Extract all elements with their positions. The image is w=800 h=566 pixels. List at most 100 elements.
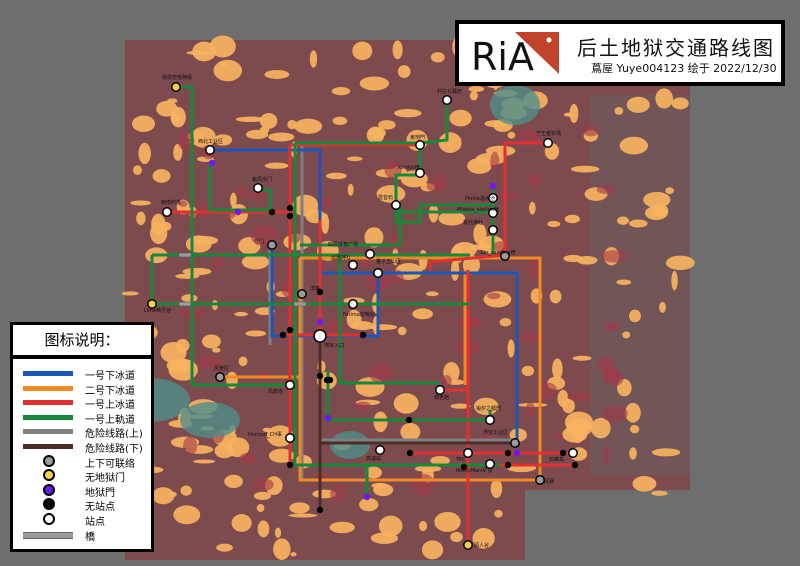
- station-gate-guard[interactable]: 守门: [254, 238, 277, 250]
- terrain-patch: [230, 192, 237, 208]
- terrain-patch: [378, 515, 403, 537]
- station-label: 远居神社: [331, 254, 351, 261]
- station-frog[interactable]: 獾子王山区: [373, 258, 401, 278]
- station-west-mine[interactable]: 西南村落: [161, 199, 181, 217]
- station-dot-icon: [485, 415, 495, 425]
- legend-item: 无站点: [13, 498, 151, 513]
- station-label: 昆恩史塔神殿: [162, 74, 192, 81]
- gate-dot-icon: [489, 182, 497, 190]
- station-dot-icon: [43, 454, 55, 467]
- station-district4[interactable]: 四区体育广场: [328, 241, 375, 259]
- station-high-speed[interactable]: 高速站: [366, 445, 385, 462]
- station-label: 紫风宗门: [252, 176, 272, 183]
- station-vault[interactable]: 紫风宗门: [252, 176, 272, 193]
- nostop-dot-icon: [504, 449, 512, 457]
- no-stop-marker: [316, 372, 324, 380]
- station-north-shrine[interactable]: 昆恩史塔神殿: [162, 74, 192, 92]
- terrain-patch: [268, 448, 295, 463]
- nostop-dot-icon: [279, 331, 287, 339]
- terrain-patch: [273, 538, 291, 560]
- bridge-icon: [178, 301, 192, 307]
- nostop-dot-icon: [268, 208, 276, 216]
- station-stone-peak[interactable]: 石峰岛: [549, 448, 578, 463]
- station-south-sec[interactable]: 南老宿: [434, 385, 449, 401]
- station-tpc[interactable]: TPC: [455, 448, 473, 463]
- terrain-patch: [602, 368, 620, 381]
- terrain-patch: [264, 69, 290, 79]
- legend-item: 橋: [13, 528, 151, 543]
- terrain-patch: [625, 402, 641, 423]
- station-dot-icon: [415, 168, 425, 178]
- terrain-patch: [180, 485, 192, 496]
- legend-item: 二号下冰道: [13, 382, 151, 397]
- terrain-patch: [330, 485, 346, 503]
- transfer-dot-icon: [215, 372, 225, 382]
- title-panel: RiA 后土地狱交通路线图 蔦屋 Yuye004123 绘于 2022/12/3…: [455, 20, 785, 86]
- no-stop-marker: [268, 208, 276, 216]
- station-junction[interactable]: Lin_sanding宿: [481, 249, 516, 261]
- station-glow[interactable]: 极光神社: [463, 219, 498, 235]
- nostop-dot-icon: [460, 463, 468, 471]
- terrain-patch: [132, 115, 156, 133]
- station-horizon[interactable]: Horizon_CH事: [248, 431, 295, 443]
- station-fatima[interactable]: Fatima前哨站: [343, 299, 375, 318]
- no-stop-marker: [279, 331, 287, 339]
- station-label: Horizon_CH事: [248, 431, 282, 438]
- station-hell-entrance[interactable]: 地狱入口: [313, 329, 344, 349]
- bridge-icon: [23, 531, 73, 539]
- station-label: TPC: [455, 457, 466, 463]
- station-south-end[interactable]: 顾人谷: [463, 540, 489, 550]
- station-misaka[interactable]: Misaka_station宿: [457, 206, 499, 218]
- station-kenko[interactable]: KenKoi宿: [398, 164, 425, 178]
- terrain-patch: [181, 294, 198, 303]
- station-lava[interactable]: 滨路: [297, 285, 320, 299]
- line-swatch-icon: [23, 371, 73, 376]
- terrain-patch: [487, 292, 501, 300]
- terrain-patch: [468, 86, 485, 93]
- station-grass[interactable]: 风景区: [214, 365, 229, 382]
- terrain-patch: [473, 397, 499, 416]
- station-far-east[interactable]: 宁王者农场: [536, 130, 561, 148]
- station-lime[interactable]: Lime精灵谷: [144, 299, 171, 314]
- station-label: Misaka_station宿: [457, 206, 499, 213]
- no-stop-marker: [359, 331, 367, 339]
- terrain-patch: [365, 466, 382, 479]
- terrain-patch: [484, 120, 507, 128]
- station-pinkle[interactable]: Pinkle温水池: [465, 193, 498, 203]
- terrain-patch: [368, 362, 393, 384]
- terrain-patch: [603, 322, 620, 332]
- legend-label: 站点: [85, 517, 105, 528]
- green-line-segment: [293, 143, 500, 467]
- terrain-patch: [430, 455, 450, 466]
- terrain-patch: [441, 375, 452, 387]
- station-leiyin[interactable]: 雷音石: [378, 194, 401, 210]
- nogate-dot-icon: [463, 540, 473, 550]
- terrain-patch: [201, 334, 221, 349]
- terrain-patch: [619, 136, 649, 155]
- station-mountain-shrine[interactable]: 远居神社: [331, 254, 358, 270]
- station-gaol[interactable]: 锻炉之都門: [476, 405, 501, 425]
- station-east-gate[interactable]: 東地門: [410, 134, 425, 150]
- terrain-patch: [347, 183, 354, 196]
- legend-label: 危险线路(上): [85, 429, 143, 441]
- station-label: 東地門: [410, 134, 425, 141]
- station-windmill[interactable]: 风磨塔: [268, 380, 295, 395]
- station-nw-station[interactable]: 西北工业区: [198, 138, 223, 155]
- station-dot-icon: [435, 385, 445, 395]
- terrain-patch: [552, 358, 563, 380]
- station-village-gate[interactable]: 村庄北幕府: [437, 88, 462, 105]
- terrain-patch: [376, 185, 406, 203]
- terrain-patch: [177, 132, 195, 151]
- terrain-patch: [499, 318, 512, 327]
- no-stop-marker: [571, 461, 579, 469]
- terrain-patch: [392, 40, 403, 60]
- water-area: [180, 402, 240, 438]
- station-rocky[interactable]: RockyMars矿泉: [456, 459, 495, 474]
- station-label: KenKoi宿: [398, 164, 420, 171]
- station-dot-icon: [348, 260, 358, 270]
- station-shen[interactable]: 浮空工业区: [483, 429, 520, 448]
- station-dot-icon: [568, 448, 578, 458]
- legend-label: 一号下冰道: [85, 371, 135, 382]
- station-wind-peak[interactable]: 风暴: [535, 475, 554, 485]
